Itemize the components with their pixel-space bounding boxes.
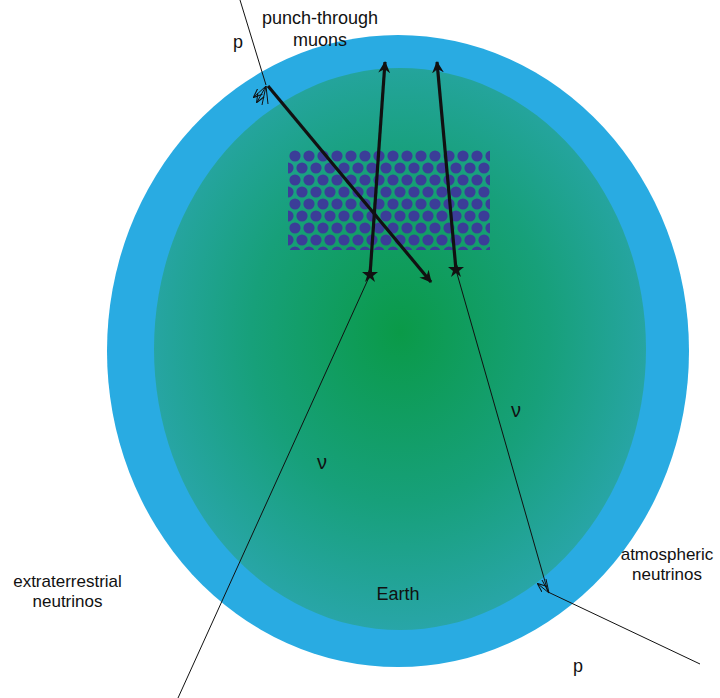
figure-label: ν (504, 398, 528, 422)
figure-label: extraterrestrial neutrinos (5, 572, 130, 613)
figure-label: atmospheric neutrinos (618, 545, 716, 586)
figure-label: ν (310, 450, 334, 474)
earth-body: Earth (106, 34, 690, 668)
text-holder: Earth (106, 584, 690, 606)
figure-label: p (566, 656, 590, 678)
figure-label: punch-through muons (255, 8, 385, 51)
detector-array (288, 150, 490, 250)
earth-outline (106, 34, 690, 668)
atmosphere (107, 35, 689, 667)
earth-interior (154, 68, 646, 630)
figure-label: p (226, 32, 250, 54)
body-name: Earth (106, 584, 690, 606)
proton-track (548, 592, 700, 664)
